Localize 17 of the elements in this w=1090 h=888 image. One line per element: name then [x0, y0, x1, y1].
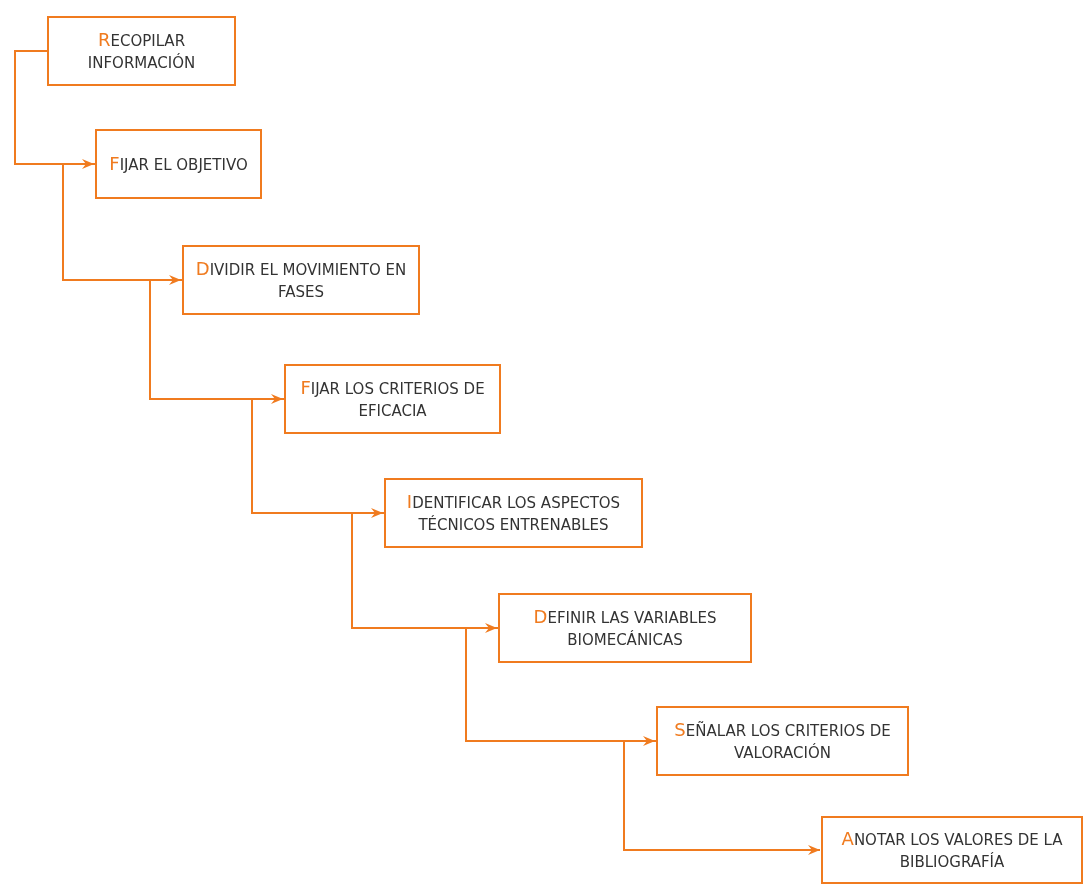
- arrow: [623, 740, 821, 855]
- process-box: [95, 129, 262, 199]
- step-label: ANOTAR LOS VALORES DE LA BIBLIOGRAFÍA: [840, 827, 1064, 873]
- step-label: FIJAR EL OBJETIVO: [109, 152, 248, 176]
- step-label: FIJAR LOS CRITERIOS DE EFICACIA: [299, 376, 486, 422]
- step-label: RECOPILAR INFORMACIÓN: [86, 28, 197, 74]
- process-box: [284, 364, 501, 434]
- step-label: DEFINIR LAS VARIABLES BIOMECÁNICAS: [532, 605, 718, 651]
- process-box: [47, 16, 236, 86]
- step-label: SEÑALAR LOS CRITERIOS DE VALORACIÓN: [673, 718, 892, 764]
- process-box: [498, 593, 752, 663]
- process-box: [821, 816, 1083, 884]
- step-label: DIVIDIR EL MOVIMIENTO EN FASES: [194, 257, 408, 303]
- process-box: [182, 245, 420, 315]
- step-label: IDENTIFICAR LOS ASPECTOS TÉCNICOS ENTRENABLES: [405, 490, 622, 536]
- process-box: [384, 478, 643, 548]
- process-box: [656, 706, 909, 776]
